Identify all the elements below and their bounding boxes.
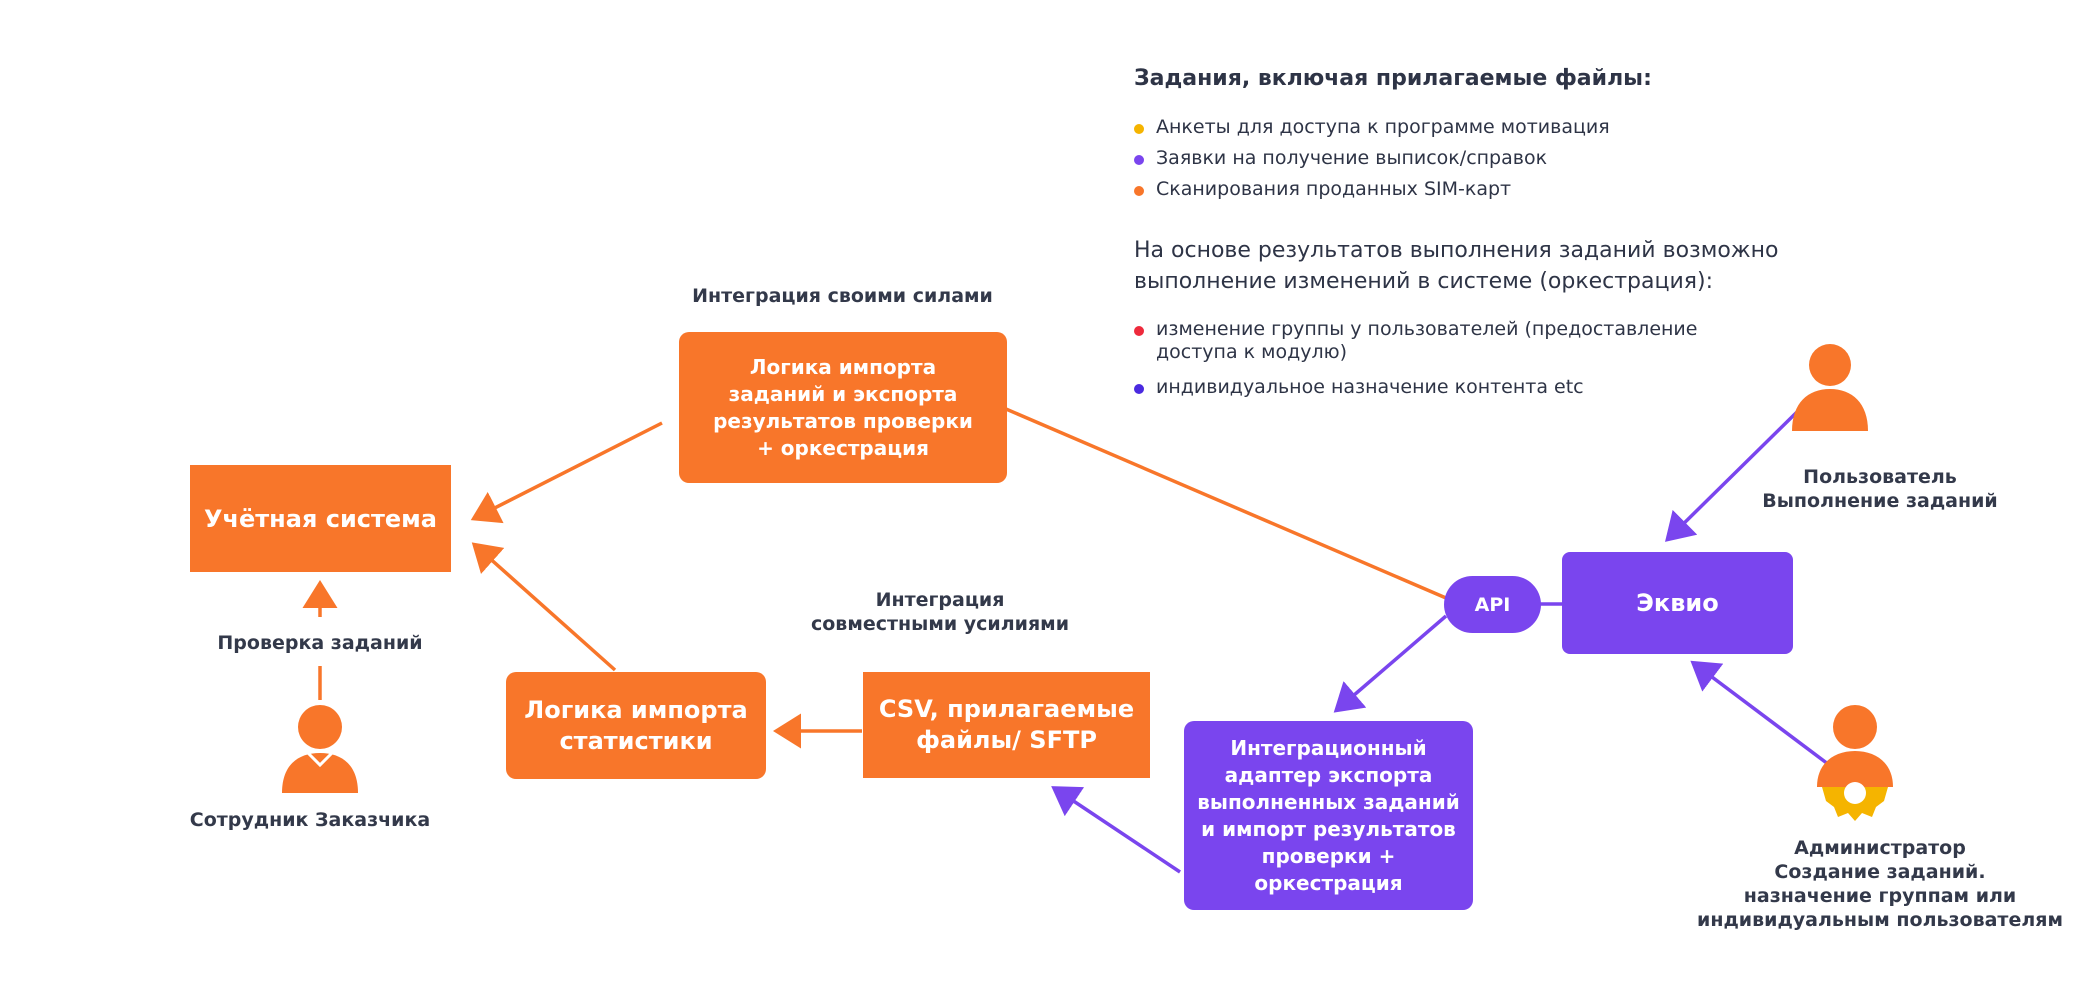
accounting-system-node: Учётная система [190, 465, 451, 572]
admin-gear-icon [1817, 705, 1893, 821]
customer-employee-label: Сотрудник Заказчика [189, 809, 431, 831]
task-check-label: Проверка заданий [217, 632, 423, 654]
user-person-icon [1792, 344, 1868, 431]
arrow-adapter-to-csv [1051, 786, 1181, 874]
arrow-admin-to-equio [1690, 660, 1830, 766]
list-item: индивидуальное назначение контента etc [1134, 376, 1697, 399]
self-integration-label: Интеграция своими силами [692, 285, 993, 307]
tasks-list: Анкеты для доступа к программе мотивация… [1134, 116, 1610, 201]
equio-node: Эквио [1562, 552, 1793, 654]
joint-integration-label: Интеграция совместными усилиями [810, 589, 1070, 635]
import-logic-node: Логика импорта заданий и экспорта резуль… [679, 332, 1007, 483]
arrow-user-to-equio [1665, 410, 1799, 542]
admin-label: Администратор Создание заданий. назначен… [1697, 837, 2063, 931]
tasks-heading: Задания, включая прилагаемые файлы: [1134, 66, 1652, 91]
arrow-stats-to-accounting [471, 542, 617, 672]
line-import-to-api [1005, 407, 1447, 600]
stats-logic-node: Логика импорта статистики [506, 672, 766, 779]
orchestration-heading: На основе результатов выполнения заданий… [1134, 238, 1779, 294]
list-item: Анкеты для доступа к программе мотивация [1134, 116, 1610, 139]
integration-adapter-node: Интеграционный адаптер экспорта выполнен… [1184, 721, 1473, 910]
list-item: Сканирования проданных SIM-карт [1134, 178, 1610, 201]
csv-sftp-node: CSV, прилагаемые файлы/ SFTP [863, 672, 1150, 778]
list-item: Заявки на получение выписок/справок [1134, 147, 1610, 170]
list-item: изменение группы у пользователей (предос… [1134, 318, 1697, 364]
bullet-purple-icon [1134, 155, 1144, 165]
user-label: Пользователь Выполнение заданий [1762, 466, 1998, 512]
person-icon [282, 705, 358, 793]
bullet-red-icon [1134, 326, 1144, 336]
arrow-import-to-accounting [470, 421, 663, 524]
bullet-blue-icon [1134, 384, 1144, 394]
api-node: API [1444, 576, 1541, 633]
bullet-yellow-icon [1134, 124, 1144, 134]
arrow-api-to-adapter [1333, 614, 1448, 713]
bullet-orange-icon [1134, 186, 1144, 196]
orchestration-list: изменение группы у пользователей (предос… [1134, 318, 1697, 399]
